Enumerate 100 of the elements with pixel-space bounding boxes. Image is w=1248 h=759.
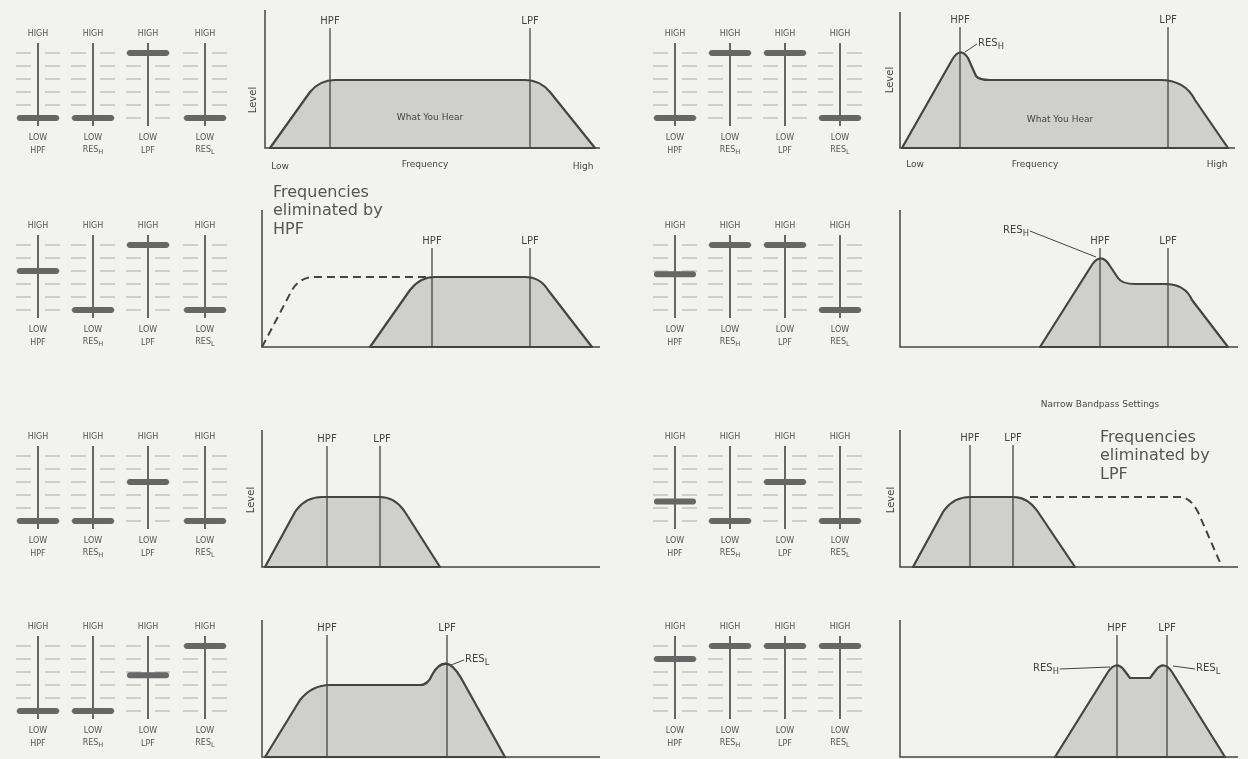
scale-label: HIGH	[774, 432, 796, 442]
fader-label: RES$_{L}$	[830, 738, 850, 750]
scale-label: HIGH	[774, 29, 796, 39]
scale-label: HIGH	[137, 221, 159, 231]
scale-label: LOW	[830, 133, 850, 143]
scale-label: HIGH	[719, 221, 741, 231]
scale-label: HIGH	[27, 622, 49, 632]
fader-label: RES$_{H}$	[82, 145, 104, 157]
fader-label: LPF	[778, 146, 792, 156]
cutoff-label: HPF	[422, 234, 442, 246]
scale-label: LOW	[83, 536, 103, 546]
scale-label: LOW	[195, 726, 215, 736]
leader-line	[1172, 665, 1196, 670]
scale-label: LOW	[720, 726, 740, 736]
cutoff-label: LPF	[521, 14, 539, 26]
callout-label: RES$_{L}$	[465, 652, 490, 668]
axis-label: Low	[906, 160, 924, 170]
scale-label: HIGH	[27, 29, 49, 39]
fader-label: RES$_{H}$	[82, 548, 104, 560]
area-label: What You Hear	[1026, 115, 1094, 125]
scale-label: HIGH	[719, 622, 741, 632]
scale-label: LOW	[28, 726, 48, 736]
scale-label: LOW	[83, 133, 103, 143]
scale-label: LOW	[830, 726, 850, 736]
scale-label: LOW	[83, 726, 103, 736]
scale-label: HIGH	[27, 221, 49, 231]
callout-label: RES$_{H}$	[1003, 223, 1029, 239]
scale-label: HIGH	[137, 432, 159, 442]
scale-label: HIGH	[664, 221, 686, 231]
scale-label: LOW	[775, 726, 795, 736]
fader-label: HPF	[30, 739, 46, 749]
cutoff-label: LPF	[1159, 234, 1177, 246]
scale-label: LOW	[195, 536, 215, 546]
cutoff-label: HPF	[950, 13, 970, 25]
scale-label: LOW	[138, 536, 158, 546]
fader-label: RES$_{H}$	[719, 738, 741, 750]
callout-label: RES$_{H}$	[978, 36, 1004, 52]
scale-label: LOW	[665, 133, 685, 143]
scale-label: HIGH	[829, 432, 851, 442]
fader-label: LPF	[778, 739, 792, 749]
scale-label: HIGH	[27, 432, 49, 442]
scale-label: LOW	[195, 325, 215, 335]
cutoff-label: HPF	[320, 14, 340, 26]
scale-label: LOW	[830, 536, 850, 546]
scale-label: LOW	[720, 536, 740, 546]
scale-label: LOW	[665, 325, 685, 335]
leader-line	[450, 659, 465, 666]
scale-label: HIGH	[774, 622, 796, 632]
axis-title: Frequency	[401, 160, 449, 170]
area-label: What You Hear	[396, 113, 464, 123]
fader-label: RES$_{L}$	[830, 145, 850, 157]
cutoff-label: LPF	[1159, 13, 1177, 25]
scale-label: HIGH	[719, 432, 741, 442]
scale-label: LOW	[830, 325, 850, 335]
fader-label: RES$_{H}$	[82, 337, 104, 349]
fader-label: RES$_{H}$	[719, 548, 741, 560]
scale-label: HIGH	[194, 432, 216, 442]
scale-label: LOW	[775, 536, 795, 546]
scale-label: HIGH	[194, 29, 216, 39]
cutoff-label: HPF	[1107, 621, 1127, 633]
scale-label: HIGH	[664, 432, 686, 442]
scale-label: LOW	[28, 536, 48, 546]
axis-label: High	[572, 162, 594, 172]
scale-label: LOW	[775, 133, 795, 143]
fader-label: RES$_{L}$	[830, 337, 850, 349]
scale-label: LOW	[720, 133, 740, 143]
scale-label: LOW	[138, 726, 158, 736]
cutoff-label: LPF	[1158, 621, 1176, 633]
scale-label: HIGH	[829, 622, 851, 632]
scale-label: HIGH	[82, 622, 104, 632]
scale-label: HIGH	[774, 221, 796, 231]
scale-label: LOW	[195, 133, 215, 143]
scale-label: HIGH	[82, 432, 104, 442]
cutoff-label: LPF	[438, 621, 456, 633]
scale-label: HIGH	[664, 29, 686, 39]
axis-label: Low	[271, 162, 289, 172]
scale-label: HIGH	[829, 221, 851, 231]
fader-label: RES$_{L}$	[195, 548, 215, 560]
scale-label: HIGH	[194, 622, 216, 632]
cutoff-label: HPF	[960, 431, 980, 443]
scale-label: HIGH	[719, 29, 741, 39]
fader-label: HPF	[667, 338, 683, 348]
annotation: Frequencies eliminated by LPF	[1100, 428, 1211, 484]
scale-label: HIGH	[137, 622, 159, 632]
callout-label: RES$_{L}$	[1196, 661, 1221, 677]
fader-label: HPF	[30, 549, 46, 559]
fader-label: LPF	[141, 739, 155, 749]
cutoff-label: HPF	[317, 432, 337, 444]
scale-label: HIGH	[137, 29, 159, 39]
scale-label: LOW	[83, 325, 103, 335]
leader-line	[964, 43, 978, 53]
cutoff-label: HPF	[317, 621, 337, 633]
cutoff-label: LPF	[1004, 431, 1022, 443]
leader-line	[1029, 230, 1097, 258]
fader-label: HPF	[30, 146, 46, 156]
scale-label: HIGH	[82, 29, 104, 39]
fader-label: RES$_{L}$	[195, 738, 215, 750]
fader-label: RES$_{H}$	[719, 145, 741, 157]
scale-label: LOW	[775, 325, 795, 335]
fader-label: RES$_{H}$	[82, 738, 104, 750]
